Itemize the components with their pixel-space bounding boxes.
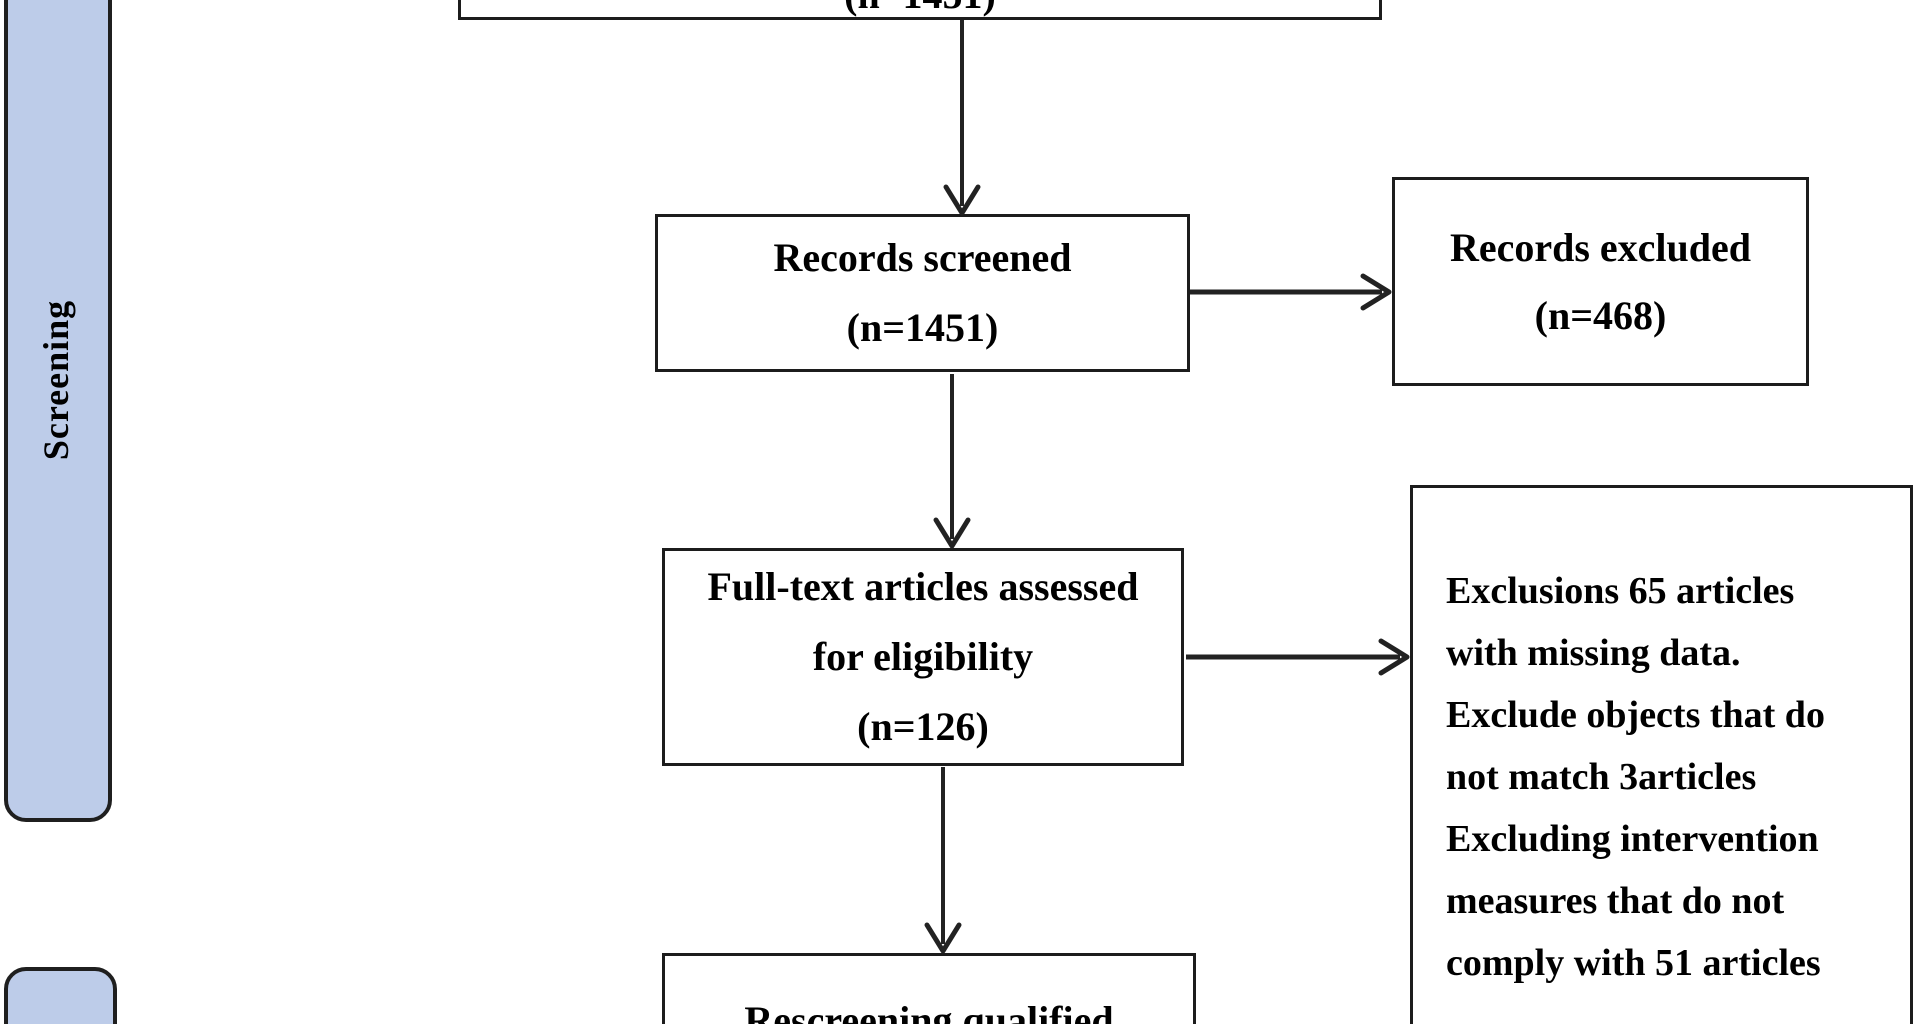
node-rescreening-title: Rescreening qualified xyxy=(744,998,1114,1024)
exclusion-reason-line: Excluding intervention xyxy=(1446,818,1819,860)
arrow-screened-to-fulltext xyxy=(933,374,971,549)
node-records-screened-count: (n=1451) xyxy=(846,305,999,350)
exclusion-reason-line: comply with 51 articles xyxy=(1446,942,1821,984)
exclusion-reason-line: Exclude objects that do xyxy=(1446,694,1825,736)
arrow-fulltext-to-exclusions xyxy=(1186,638,1410,676)
node-fulltext-assessed: Full-text articles assessed for eligibil… xyxy=(662,548,1184,766)
arrow-screened-to-excluded xyxy=(1190,273,1392,311)
node-records-excluded: Records excluded (n=468) xyxy=(1392,177,1809,386)
node-records-identified-partial: (n=1451) xyxy=(458,0,1382,20)
node-records-excluded-title: Records excluded xyxy=(1449,224,1752,270)
node-records-screened: Records screened (n=1451) xyxy=(655,214,1190,372)
node-exclusion-reasons: Exclusions 65 articles with missing data… xyxy=(1410,485,1913,1024)
node-fulltext-count: (n=126) xyxy=(857,704,989,749)
stage-band-next-partial xyxy=(4,967,117,1024)
stage-band-screening xyxy=(4,0,112,822)
node-identified-count: (n=1451) xyxy=(844,0,996,17)
node-fulltext-line2: for eligibility xyxy=(812,634,1034,679)
exclusion-reason-line: measures that do not xyxy=(1446,880,1785,922)
arrow-fulltext-to-rescreening xyxy=(924,767,962,954)
node-records-excluded-count: (n=468) xyxy=(1534,292,1667,338)
node-records-screened-title: Records screened xyxy=(773,235,1072,280)
exclusion-reason-line: Exclusions 65 articles xyxy=(1446,570,1795,612)
arrow-identified-to-screened xyxy=(943,20,981,216)
exclusion-reason-line: with missing data. xyxy=(1446,632,1741,674)
node-fulltext-line1: Full-text articles assessed xyxy=(707,564,1139,609)
node-rescreening-qualified-partial: Rescreening qualified xyxy=(662,953,1196,1024)
exclusion-reason-line: not match 3articles xyxy=(1446,756,1757,798)
